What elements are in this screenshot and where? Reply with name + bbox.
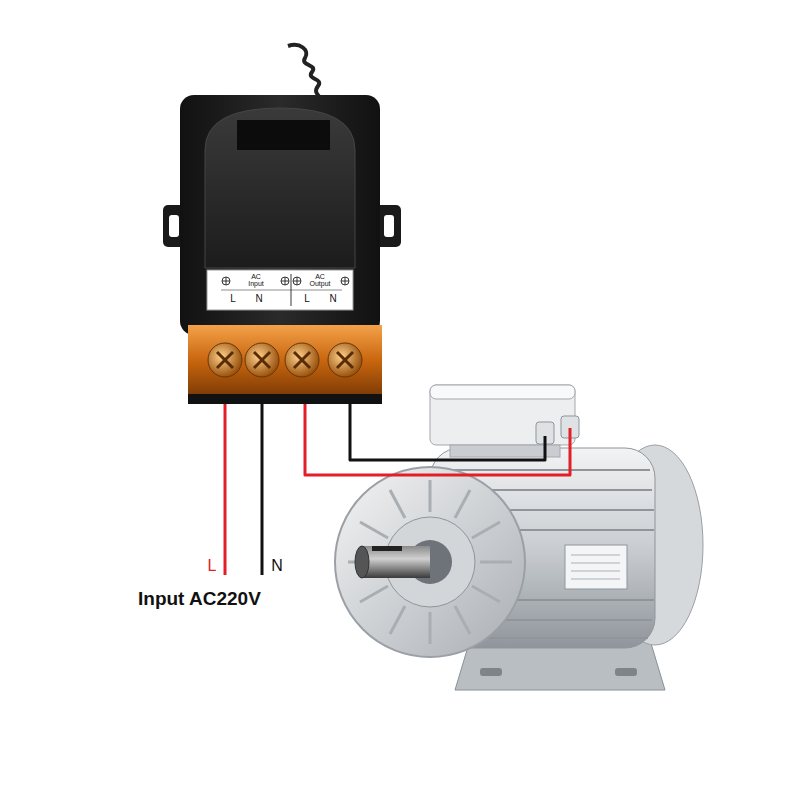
supply-label: Input AC220V xyxy=(138,589,261,610)
electric-motor xyxy=(335,385,703,690)
drawing-part xyxy=(217,352,233,368)
drawing-part xyxy=(571,579,620,580)
drawing-part xyxy=(360,586,388,602)
output-live-wire xyxy=(305,404,570,475)
drawing-part xyxy=(226,277,227,285)
mount-hole xyxy=(384,215,394,237)
drawing-part xyxy=(337,352,353,368)
shaft-key xyxy=(372,546,402,551)
input-live-wire xyxy=(224,404,227,575)
drawing-part xyxy=(208,343,242,377)
relay-module xyxy=(163,95,401,404)
drawing-part xyxy=(222,277,230,285)
drawing-part xyxy=(281,277,289,285)
module-dome xyxy=(205,108,355,268)
end-flange xyxy=(335,467,525,657)
drawing-part xyxy=(360,522,388,538)
drawing-part xyxy=(429,612,432,644)
antenna-wire xyxy=(288,45,320,100)
drawing-part xyxy=(341,277,349,285)
flange-ribs xyxy=(348,480,512,644)
drawing-part xyxy=(472,522,500,538)
label-strip xyxy=(207,270,353,310)
drawing-part xyxy=(571,555,620,556)
terminal-symbols xyxy=(222,274,349,306)
terminal-label: L xyxy=(230,293,236,304)
drawing-part xyxy=(297,277,298,285)
drawing-part xyxy=(450,469,650,471)
drawing-part xyxy=(245,343,279,377)
terminal-label: N xyxy=(255,293,262,304)
shaft-end xyxy=(355,546,369,578)
drawing-part xyxy=(285,343,319,377)
drawing-part xyxy=(294,352,310,368)
drawing-part xyxy=(254,352,270,368)
drawing-part xyxy=(217,352,353,368)
foot-hole xyxy=(480,668,502,676)
drawing-part xyxy=(293,277,301,285)
drawing-part xyxy=(217,352,233,368)
drawing-part xyxy=(294,352,310,368)
drawing-part xyxy=(254,352,270,368)
terminal-base xyxy=(188,394,382,404)
name-plate xyxy=(565,545,627,589)
output-neutral-wire xyxy=(350,404,545,460)
drawing-part xyxy=(571,563,620,564)
drawing-part xyxy=(390,606,405,634)
drawing-part xyxy=(455,490,470,518)
terminal-label: N xyxy=(271,557,283,575)
terminal-box xyxy=(430,385,575,445)
drawing-part xyxy=(571,571,620,572)
name-plate-lines xyxy=(571,555,620,579)
drawing-part xyxy=(285,277,286,285)
mount-hole xyxy=(169,215,179,237)
wires xyxy=(225,404,570,575)
terminal-label: AC Input xyxy=(243,273,269,288)
drawing-part xyxy=(291,274,292,306)
drawing-part xyxy=(455,606,470,634)
drawing-part xyxy=(328,343,362,377)
terminal-block xyxy=(188,325,382,397)
terminal-label: AC Output xyxy=(305,273,335,288)
drawing-part xyxy=(390,490,405,518)
display-window xyxy=(237,120,330,150)
strip-line xyxy=(221,290,342,291)
input-neutral-wire xyxy=(261,404,264,575)
terminal-screws xyxy=(208,343,362,377)
foot-hole xyxy=(615,668,637,676)
terminal-label: L xyxy=(304,293,310,304)
module-case xyxy=(180,95,380,335)
terminal-label: N xyxy=(329,293,336,304)
drawing-part xyxy=(472,586,500,602)
drawing-part xyxy=(337,352,353,368)
drawing-part xyxy=(429,480,432,512)
terminal-box-lid xyxy=(430,385,575,399)
motor-shaft xyxy=(360,546,430,578)
terminal-label: L xyxy=(208,557,217,575)
drawing-part xyxy=(345,277,346,285)
drawing-part xyxy=(480,561,512,564)
